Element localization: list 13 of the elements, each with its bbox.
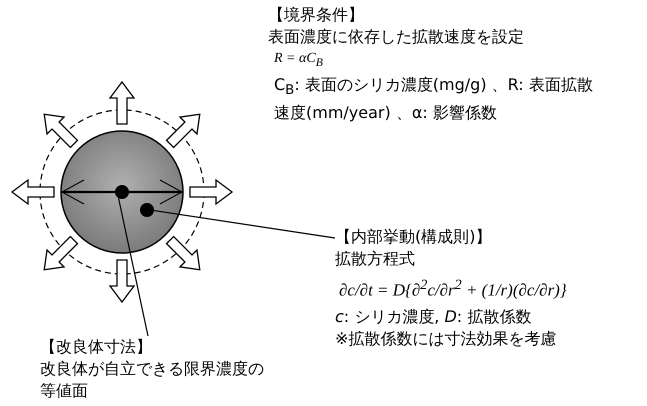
description-text: 表面濃度に依存した拡散速度を設定 bbox=[268, 26, 525, 48]
equation: ∂c/∂t = D{∂$^{2}$c/∂r$^{2}$ + (1/r)(∂c/∂r)} bbox=[339, 276, 568, 302]
leader-line bbox=[154, 210, 336, 239]
description-text: ※拡散係数には寸法効果を考慮 bbox=[335, 328, 558, 350]
equation: R = αC$_{B}$ bbox=[274, 50, 324, 71]
description-text: C$_{B}$: 表面のシリカ濃度(mg/g) 、R: 表面拡散速度(mm/year) 、α: 影響係数 bbox=[274, 74, 594, 124]
section-heading: 【改良体寸法】 bbox=[40, 336, 153, 358]
section-heading: 【内部挙動(構成則)】 bbox=[335, 226, 492, 248]
description-text: 改良体が自立できる限界濃度の等値面 bbox=[40, 358, 265, 402]
description-text: 拡散方程式 bbox=[335, 248, 416, 270]
leader-line bbox=[118, 198, 149, 336]
description-text: c: シリカ濃度, D: 拡散係数 bbox=[335, 306, 532, 328]
section-heading: 【境界条件】 bbox=[268, 4, 365, 26]
